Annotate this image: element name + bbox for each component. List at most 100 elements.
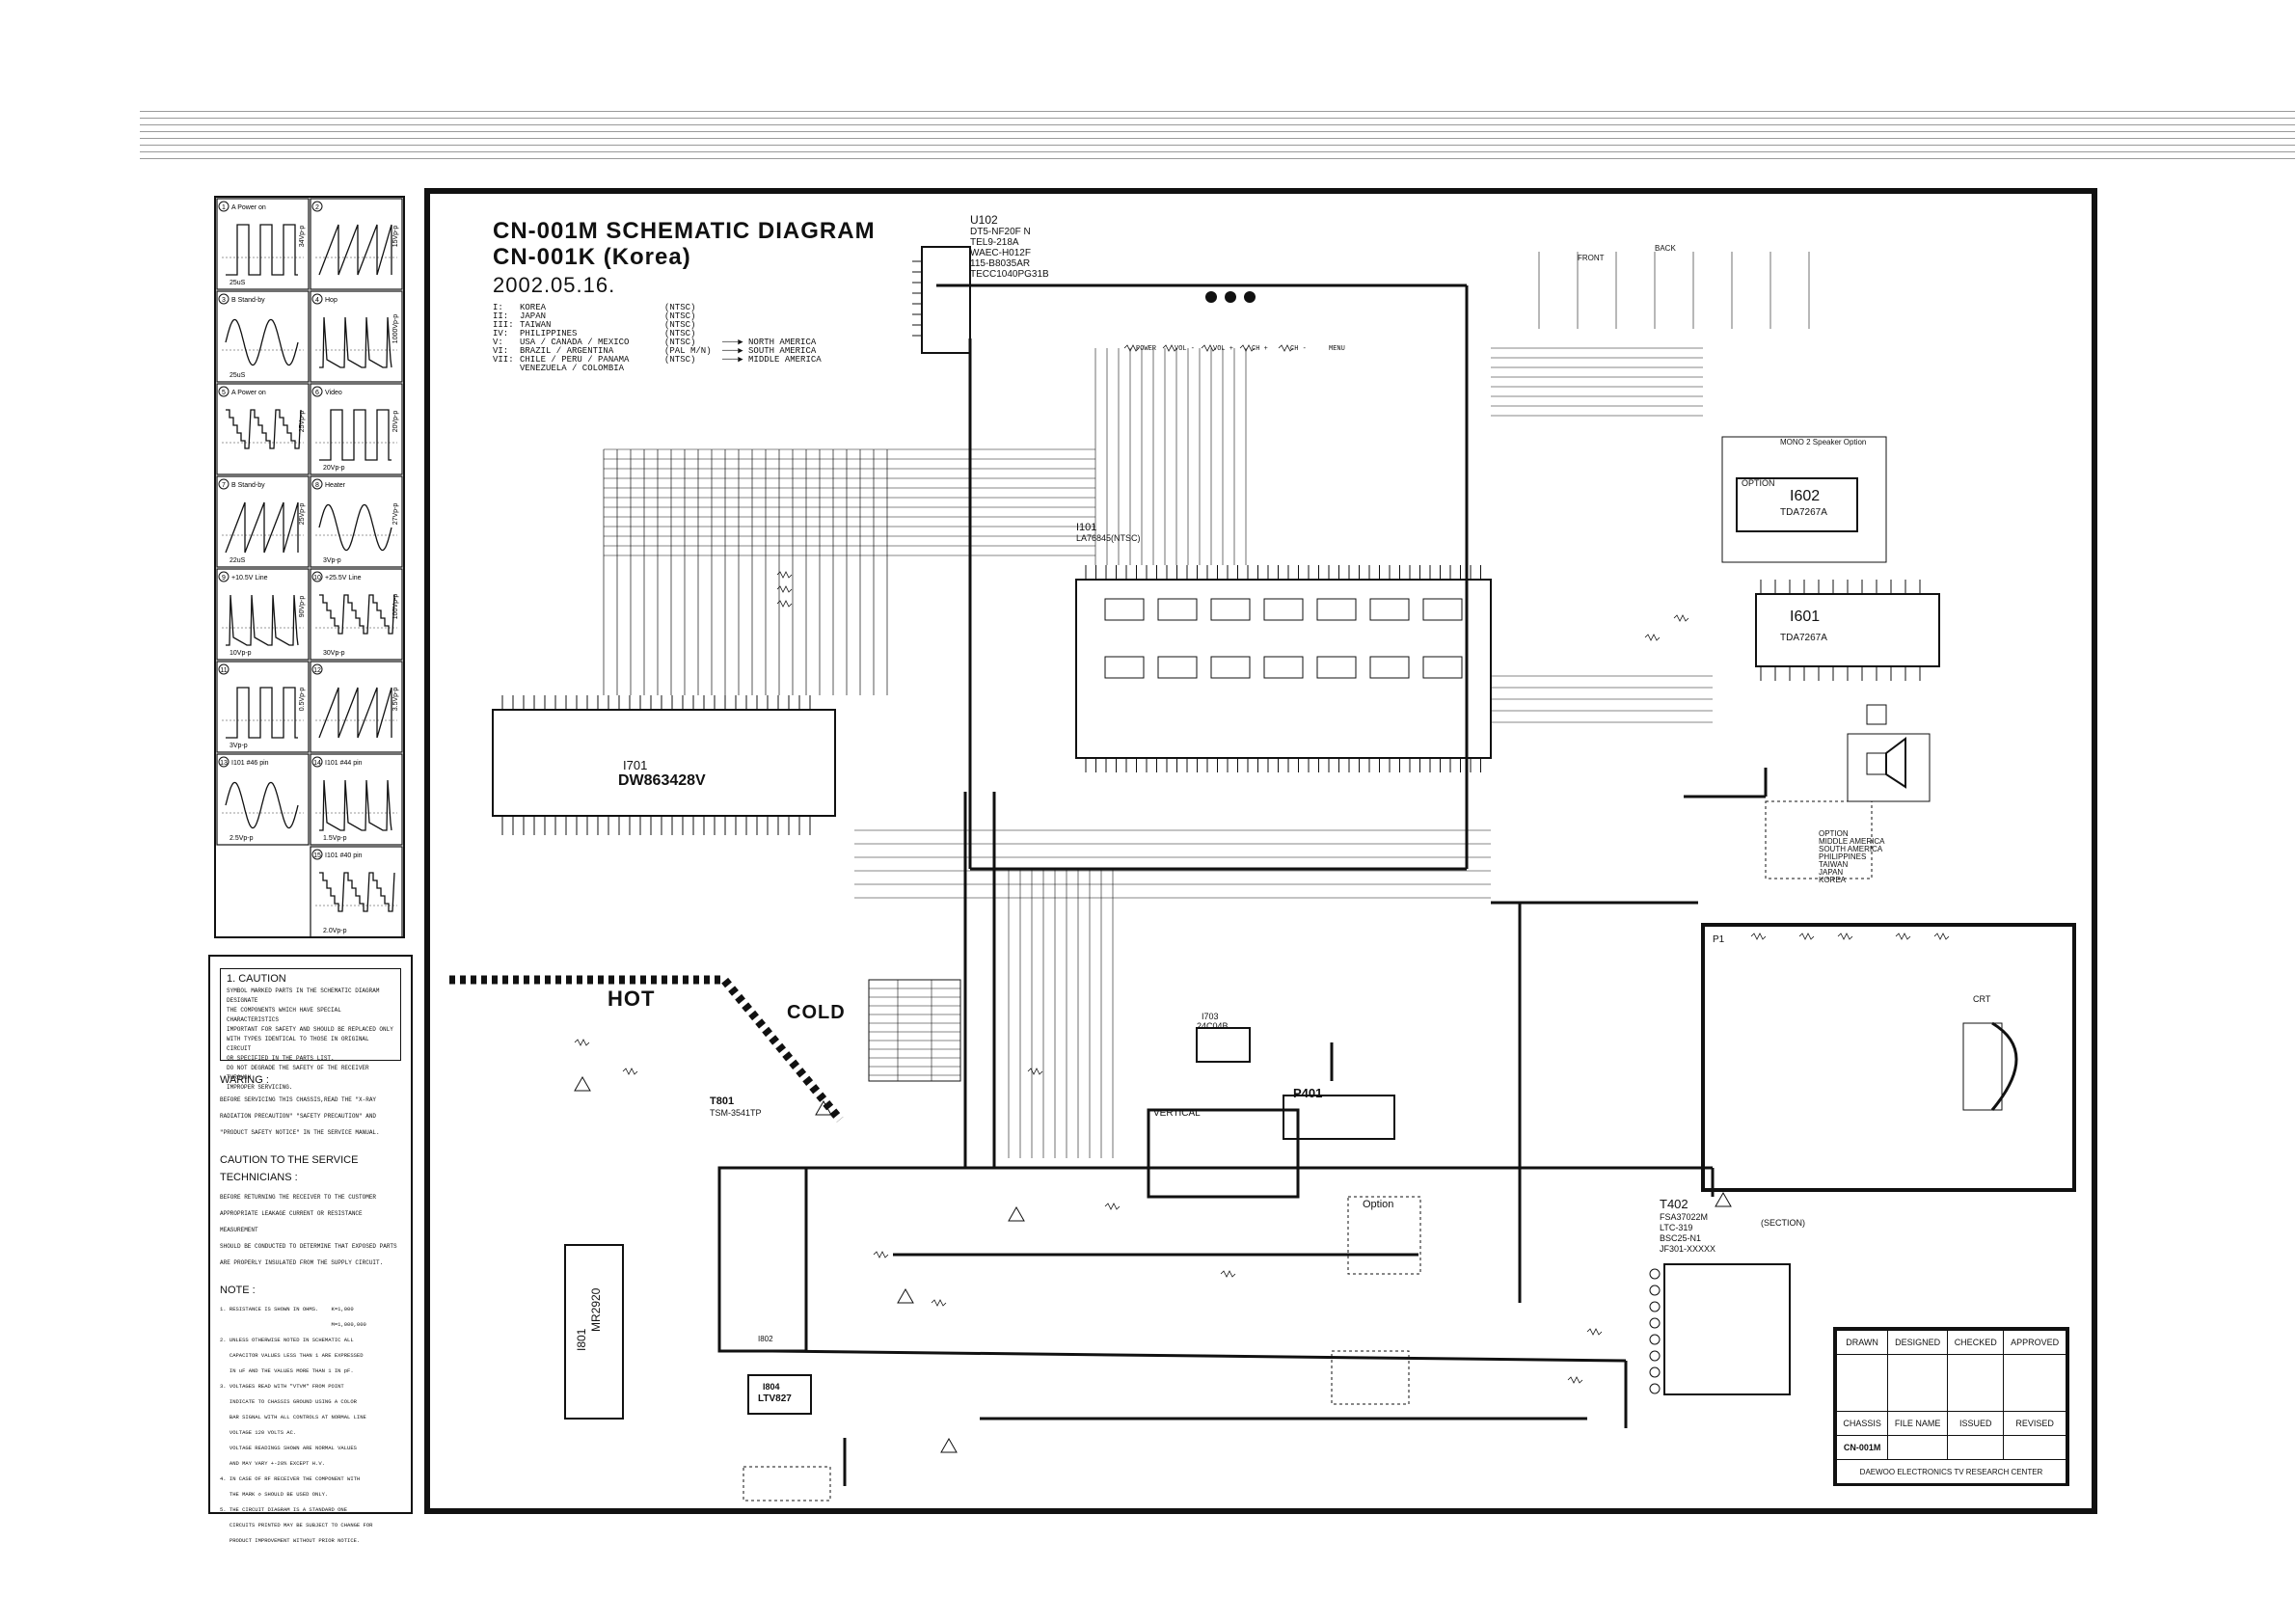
waveform-value-2: 3.5Vp-p (392, 688, 399, 712)
t402-section: (SECTION) (1761, 1218, 1805, 1228)
key-label: VOL + (1213, 345, 1234, 353)
waveform-number-badge (218, 386, 230, 397)
waveform-value-2: 34Vp-p (299, 226, 306, 248)
region-name: BRAZIL / ARGENTINA (520, 346, 614, 356)
vertical-label: VERTICAL (1153, 1108, 1201, 1119)
region-group: MIDDLE AMERICA (748, 355, 822, 365)
speaker-icon (1866, 752, 1887, 775)
warning-title: WARING : (220, 1074, 269, 1086)
region-name: KOREA (520, 303, 547, 312)
waveform-trace (319, 779, 392, 831)
chip-p401-box (1283, 1095, 1395, 1140)
waveform-number: 5 (222, 390, 226, 396)
header-rule-lines (140, 111, 2295, 165)
chip-i703-part: 24C04B (1197, 1021, 1229, 1031)
waveform-label: Heater (325, 482, 346, 489)
resistor-icon (1162, 344, 1178, 352)
transformer-t801-box (717, 1166, 808, 1353)
chip-i701-ref: I701 (623, 758, 648, 772)
chip-vertical-box (1147, 1108, 1300, 1199)
waveform-number-badge (311, 201, 323, 212)
waveform-trace (318, 687, 392, 739)
speaker-option-line: SOUTH AMERICA (1819, 845, 1883, 853)
waveform-number: 9 (222, 575, 226, 582)
waveform-number: 11 (220, 667, 227, 674)
resistor-icon (1027, 1068, 1043, 1075)
t402-line: LTC-319 (1660, 1223, 1693, 1232)
resistor-icon (1837, 933, 1853, 940)
chip-block (1210, 598, 1251, 621)
caution-triangle-icon (1008, 1205, 1025, 1222)
note-line: PRODUCT IMPROVEMENT WITHOUT PRIOR NOTICE… (220, 1537, 361, 1544)
notes-panel: 1. CAUTION SYMBOL MARKED PARTS IN THE SC… (208, 955, 413, 1544)
chip-block (1157, 656, 1198, 679)
note-line: VOLTAGE READINGS SHOWN ARE NORMAL VALUES (220, 1445, 357, 1451)
warning-text: BEFORE SERVICING THIS CHASSIS,READ THE "… (220, 1092, 401, 1141)
chip-i602-part: TDA7267A (1780, 507, 1827, 518)
caution-title: 1. CAUTION (227, 973, 286, 985)
waveform-trace (226, 224, 298, 276)
speaker-option-line: TAIWAN (1819, 860, 1849, 869)
connector-dot-icon (1225, 291, 1236, 303)
tb-issued: ISSUED (1947, 1411, 2005, 1436)
waveform-number-badge (311, 756, 323, 768)
bus-wire (771, 1349, 1627, 1363)
caution-line: IMPROPER SERVICING. (227, 1084, 293, 1091)
waveform-number: 8 (315, 482, 319, 489)
resistor-icon (1220, 1270, 1236, 1278)
schematic-title-1: CN-001M SCHEMATIC DIAGRAM (493, 218, 876, 244)
region-code: IV: (493, 329, 509, 338)
resistor-icon (1750, 933, 1767, 940)
waveform-label: I101 #46 pin (231, 760, 269, 767)
bottom-dashed-box (743, 1466, 831, 1501)
resistor-icon (1673, 614, 1689, 622)
resistor-icon (1586, 1328, 1603, 1336)
waveform-trace (225, 501, 299, 554)
option-label: Option (1363, 1199, 1394, 1210)
caution-triangle-icon (574, 1075, 591, 1092)
crt-socket (1962, 1022, 2003, 1111)
warning-line: BEFORE SERVICING THIS CHASSIS,READ THE "… (220, 1096, 377, 1103)
warning-line: "PRODUCT SAFETY NOTICE" IN THE SERVICE M… (220, 1129, 380, 1136)
region-row: IV:PHILIPPINES(NTSC) (493, 330, 822, 338)
title-block: DRAWN DESIGNED CHECKED APPROVED CHASSIS … (1833, 1327, 2069, 1486)
resistor-icon (1567, 1376, 1583, 1384)
service-line: SHOULD BE CONDUCTED TO DETERMINE THAT EX… (220, 1243, 397, 1250)
resistor-icon (776, 585, 793, 593)
region-standard: (NTSC) (664, 329, 696, 338)
region-standard: (NTSC) (664, 311, 696, 321)
spec-table-box (868, 979, 961, 1082)
region-group: SOUTH AMERICA (748, 346, 817, 356)
flyback-pin-icon (1649, 1350, 1661, 1362)
note-line: CIRCUITS PRINTED MAY BE SUBJECT TO CHANG… (220, 1522, 373, 1528)
waveform-value-1: 3Vp-p (230, 743, 248, 749)
waveform-number-badge (311, 663, 323, 675)
waveform-number-badge (311, 293, 323, 305)
region-code: V: (493, 338, 503, 347)
speaker-option-line: PHILIPPINES (1819, 852, 1867, 861)
schematic-wiring (449, 246, 2076, 1501)
waveform-number-badge (218, 756, 230, 768)
waveform-cell-border (310, 661, 403, 753)
chip-i601-part: TDA7267A (1780, 633, 1827, 643)
waveform-value-1: 22uS (230, 557, 246, 564)
chip-i601-box (1755, 593, 1940, 667)
waveform-number-badge (311, 478, 323, 490)
resistor-icon (931, 1299, 947, 1307)
chip-i602-ref: I602 (1790, 488, 1821, 504)
waveform-label: A Power on (231, 204, 266, 211)
region-standard: (NTSC) (664, 355, 696, 365)
note-line: 1. RESISTANCE IS SHOWN IN OHMS. K=1,000 (220, 1306, 354, 1312)
resistor-icon (776, 571, 793, 579)
region-code: VI: (493, 346, 509, 356)
note-line: 5. THE CIRCUIT DIAGRAM IS A STANDARD ONE (220, 1506, 348, 1513)
region-name: TAIWAN (520, 320, 552, 330)
resistor-icon (1895, 933, 1911, 940)
